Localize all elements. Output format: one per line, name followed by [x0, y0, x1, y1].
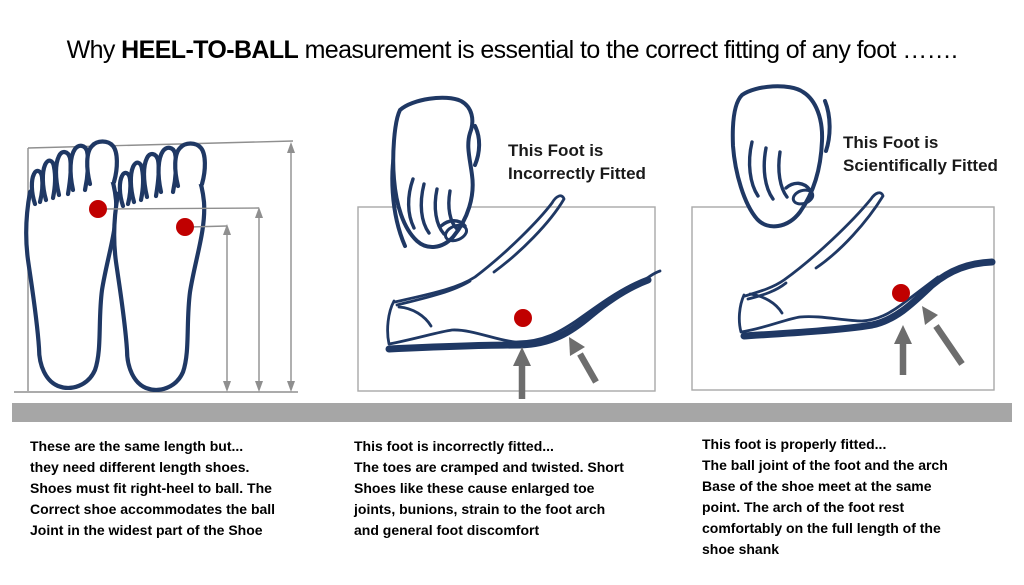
caption-line: Base of the shoe meet at the same — [702, 478, 932, 494]
title-prefix: Why — [66, 36, 122, 64]
caption-line: The ball joint of the foot and the arch — [702, 457, 948, 473]
ball-connector-line-1 — [101, 207, 260, 210]
foot-sole-outline — [24, 139, 119, 390]
caption-line: they need different length shoes. — [30, 459, 250, 475]
pointer-arrows-correct — [894, 306, 965, 375]
title-highlight: HEEL-TO-BALL — [121, 36, 299, 64]
correct-fit-side-view — [737, 191, 940, 334]
caption-line: Shoes like these cause enlarged toe — [354, 480, 595, 496]
caption-line: point. The arch of the foot rest — [702, 499, 905, 515]
measure-arrow-full-length — [287, 142, 295, 392]
caption-same-length-feet: These are the same length but... they ne… — [30, 436, 275, 541]
caption-line: joints, bunions, strain to the foot arch — [354, 501, 606, 517]
ball-joint-dot-right-foot — [176, 218, 194, 236]
caption-line: Correct shoe accommodates the ball — [30, 501, 276, 517]
ball-joint-dot-correct — [892, 284, 910, 302]
foot-sole-outline-2 — [114, 144, 205, 390]
caption-line: shoe shank — [702, 541, 780, 557]
measure-arrow-ball-left-foot — [255, 207, 263, 392]
ball-connector-line-2 — [188, 225, 228, 228]
caption-incorrectly-fitted: This foot is incorrectly fitted... The t… — [354, 436, 624, 541]
caption-line: This foot is incorrectly fitted... — [354, 438, 554, 454]
ball-joint-dot-incorrect — [514, 309, 532, 327]
caption-line: and general foot discomfort — [354, 522, 540, 538]
caption-line: This foot is properly fitted... — [702, 436, 887, 452]
pointer-arrows-incorrect — [513, 337, 599, 399]
title-rest: measurement is essential to the correct … — [298, 36, 958, 64]
label-line: This Foot is — [843, 133, 939, 152]
label-line: Incorrectly Fitted — [508, 164, 646, 183]
shoe-sole-shank-line-correct — [740, 258, 996, 340]
page-title: Why HEEL-TO-BALL measurement is essentia… — [0, 36, 1024, 65]
label-scientifically-fitted: This Foot is Scientifically Fitted — [843, 131, 998, 177]
caption-line: Shoes must fit right-heel to ball. The — [30, 480, 272, 496]
measure-arrow-ball-right-foot — [223, 224, 231, 392]
toenail — [443, 223, 469, 243]
panel-box-correct — [691, 206, 995, 391]
fitted-foot-top-view — [730, 84, 832, 229]
ball-joint-dot-left-foot — [89, 200, 107, 218]
toenail — [791, 188, 815, 206]
label-line: This Foot is — [508, 141, 604, 160]
incorrect-fit-side-view — [386, 194, 662, 346]
caption-line: The toes are cramped and twisted. Short — [354, 459, 624, 475]
shoe-sole-shank-line-incorrect — [385, 276, 652, 353]
cramped-foot-top-view — [390, 95, 482, 249]
label-incorrectly-fitted: This Foot is Incorrectly Fitted — [508, 139, 646, 185]
divider-bar — [12, 403, 1012, 422]
caption-line: These are the same length but... — [30, 438, 244, 454]
label-line: Scientifically Fitted — [843, 156, 998, 175]
caption-line: Joint in the widest part of the Shoe — [30, 522, 263, 538]
caption-line: comfortably on the full length of the — [702, 520, 941, 536]
caption-properly-fitted: This foot is properly fitted... The ball… — [702, 434, 948, 560]
